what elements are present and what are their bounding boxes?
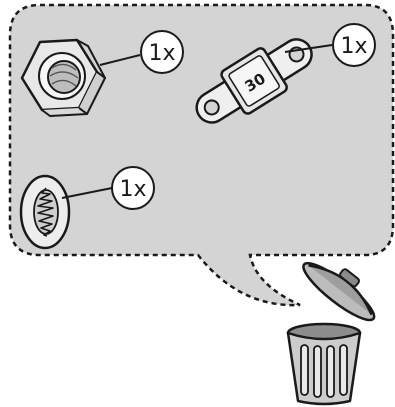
fuse-quantity-callout: 1x bbox=[332, 23, 376, 67]
washer-quantity-callout: 1x bbox=[111, 166, 155, 210]
trash-bin-icon bbox=[286, 261, 376, 406]
nut-leader-line bbox=[99, 54, 141, 66]
fuse-leader-line bbox=[284, 44, 333, 53]
parts-bubble bbox=[8, 3, 395, 307]
nut-quantity-label: 1x bbox=[148, 41, 175, 66]
midi-fuse-icon: 30 bbox=[195, 38, 313, 124]
hex-nut-icon bbox=[20, 38, 106, 117]
washer-quantity-label: 1x bbox=[119, 177, 146, 202]
washer-leader-line bbox=[61, 187, 113, 199]
fuse-quantity-label: 1x bbox=[340, 34, 367, 59]
bin-lid bbox=[302, 261, 376, 322]
nut-quantity-callout: 1x bbox=[140, 30, 184, 74]
serrated-lock-washer-icon bbox=[19, 174, 71, 250]
